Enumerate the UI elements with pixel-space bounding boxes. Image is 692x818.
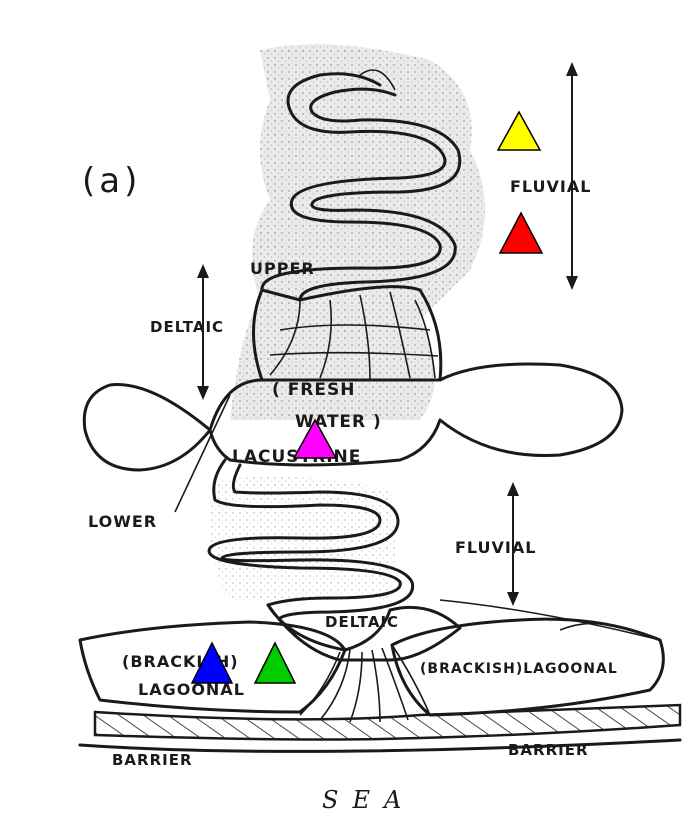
red-triangle-marker [500, 213, 542, 253]
stippled-floodplain [210, 44, 485, 600]
label-deltaic-upper: DELTAIC [150, 318, 224, 336]
green-triangle-marker [255, 643, 295, 683]
panel-label: (a) [82, 161, 141, 201]
label-barrier-right: BARRIER [508, 741, 589, 759]
label-deltaic-lower: DELTAIC [325, 613, 399, 631]
label-sea: SEA [322, 786, 415, 814]
label-lower: LOWER [88, 512, 157, 531]
label-barrier-left: BARRIER [112, 751, 193, 769]
label-water: WATER ) [295, 412, 382, 432]
label-brackish-right: (BRACKISH)LAGOONAL [420, 661, 618, 677]
yellow-triangle-marker [498, 112, 540, 150]
label-fresh: ( FRESH [272, 380, 355, 400]
label-fluvial-lower: FLUVIAL [455, 538, 536, 557]
label-upper: UPPER [250, 259, 315, 278]
label-fluvial-upper: FLUVIAL [510, 177, 591, 196]
fluvial-upper-arrow [566, 62, 578, 290]
